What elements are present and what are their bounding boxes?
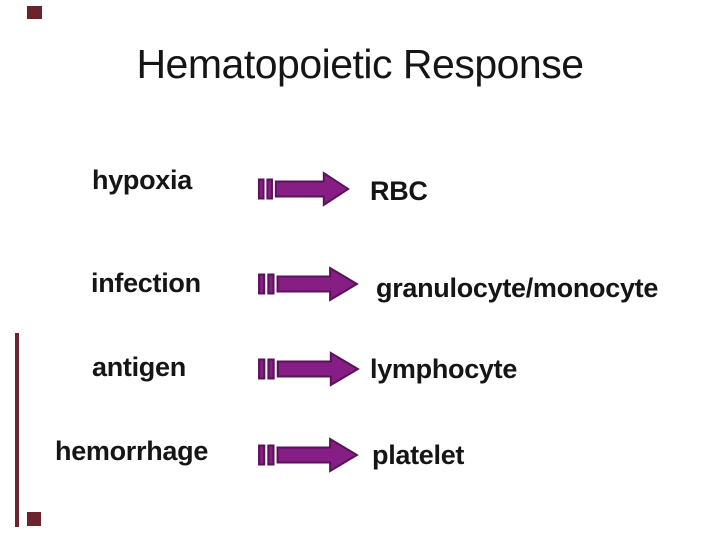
- stimulus-label: antigen: [92, 352, 186, 382]
- stimulus-label: hemorrhage: [55, 436, 209, 466]
- response-label: platelet: [372, 440, 465, 470]
- slide-border-fragment-left-line: [15, 333, 19, 527]
- slide-border-fragment-bottom-left: [27, 512, 41, 526]
- response-label: lymphocyte: [370, 354, 518, 384]
- slide-title: Hematopoietic Response: [136, 41, 584, 87]
- response-label: granulocyte/monocyte: [376, 273, 659, 303]
- striped-right-arrow-icon: [258, 437, 359, 473]
- response-label: RBC: [370, 176, 428, 206]
- striped-right-arrow-icon: [257, 171, 350, 207]
- stimulus-label: infection: [91, 268, 201, 298]
- striped-right-arrow-icon: [258, 351, 360, 387]
- slide-border-fragment-top-left: [27, 6, 42, 19]
- striped-right-arrow-icon: [258, 266, 359, 302]
- stimulus-label: hypoxia: [92, 165, 192, 195]
